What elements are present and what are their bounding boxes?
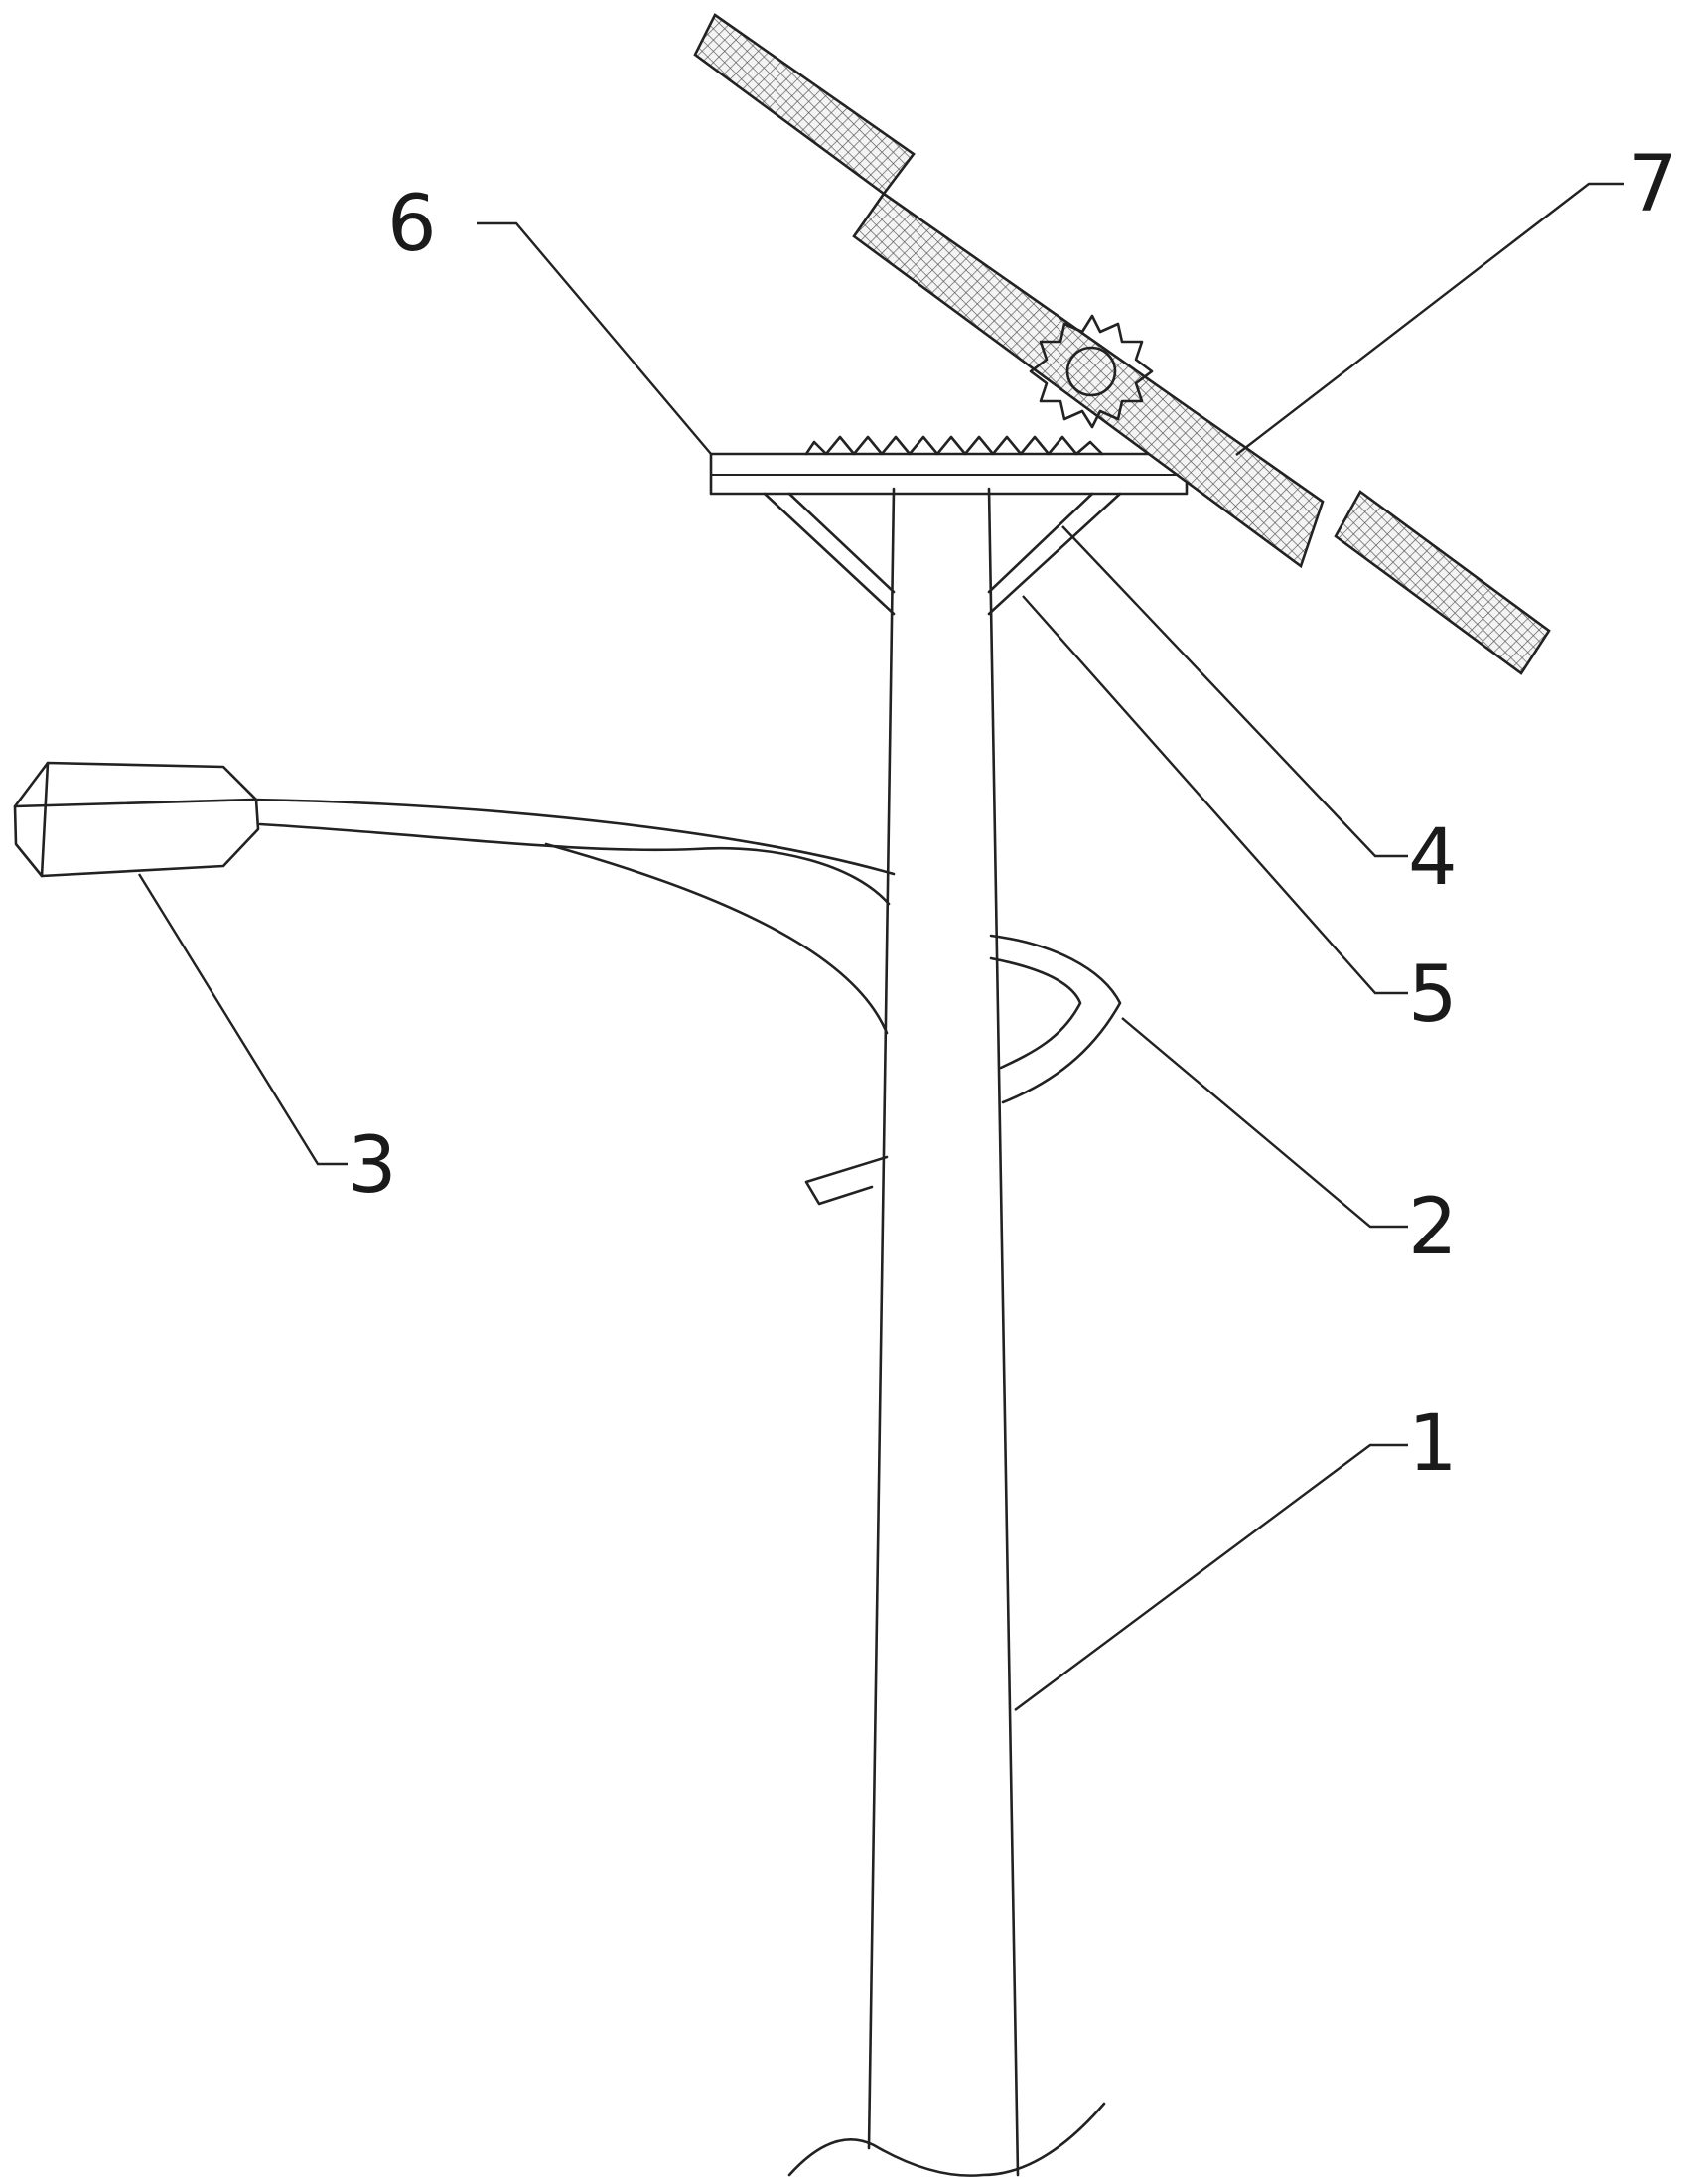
label-7: 7 [1628, 140, 1678, 229]
leader-2 [1121, 1017, 1408, 1229]
drive-gear [1029, 314, 1154, 429]
label-6: 6 [387, 180, 437, 269]
leader-3 [137, 873, 348, 1166]
leader-4 [1061, 525, 1408, 858]
solar-panel [693, 13, 1551, 675]
lamp-head [13, 761, 260, 878]
gear-rack [804, 435, 1104, 456]
pole-ground-break [787, 2102, 1106, 2177]
leader-lines [137, 182, 1624, 1711]
pole [787, 487, 1106, 2177]
leader-5 [1022, 595, 1408, 995]
label-3: 3 [348, 1121, 397, 1211]
label-5: 5 [1408, 950, 1458, 1040]
leader-6 [477, 221, 712, 455]
label-2: 2 [1408, 1183, 1458, 1272]
leader-7 [1235, 182, 1624, 456]
mounting-plate [709, 435, 1189, 496]
lamp-arm [251, 798, 1122, 1206]
leader-1 [1014, 1443, 1408, 1711]
support-braces [763, 492, 1122, 616]
label-4: 4 [1408, 813, 1458, 903]
callout-labels: 1 2 3 4 5 6 7 [348, 140, 1678, 1489]
label-1: 1 [1408, 1399, 1458, 1489]
